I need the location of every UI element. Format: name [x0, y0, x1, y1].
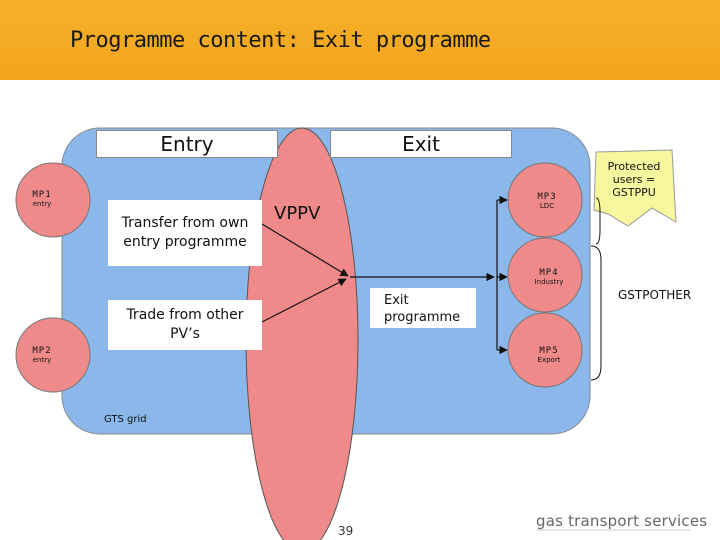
transfer-label: Transfer from own entry programme [121, 215, 249, 250]
mp4-name: MP4 [539, 268, 559, 278]
protected-users-cloud [593, 149, 677, 227]
protected-users-label: Protected users = GSTPPU [607, 160, 661, 199]
trade-box: Trade from other PV’s [108, 300, 262, 350]
transfer-box: Transfer from own entry programme [108, 200, 262, 266]
mp5-name: MP5 [539, 346, 559, 356]
mp4-label: MP4 Industry [527, 268, 571, 286]
mp2-name: MP2 [32, 346, 52, 356]
mp1-name: MP1 [32, 190, 52, 200]
protected-users-bracket [595, 197, 601, 245]
slide-title: Programme content: Exit programme [70, 28, 491, 53]
mp4-point [507, 237, 583, 313]
transfer-arrow [261, 223, 349, 277]
mp5-sub: Export [537, 356, 561, 364]
vppv-label: VPPV [274, 203, 321, 224]
entry-heading-box: Entry [96, 130, 278, 158]
mp5-label: MP5 Export [527, 346, 571, 364]
mp2-sub: entry [32, 356, 52, 364]
gstpother-bracket [590, 245, 602, 381]
mp2-point [15, 317, 91, 393]
entry-heading: Entry [160, 132, 214, 156]
exit-heading-box: Exit [330, 130, 512, 158]
mp3-sub: LDC [539, 202, 555, 210]
slide-footer: 39 gas transport services [0, 470, 720, 540]
trade-label: Trade from other PV’s [126, 307, 244, 342]
exit-programme-label: Exit programme [384, 293, 461, 325]
gts-grid-label: GTS grid [104, 414, 147, 425]
exit-heading: Exit [402, 132, 440, 156]
mp3-name: MP3 [537, 192, 557, 202]
slide-header: Programme content: Exit programme [0, 0, 720, 80]
mp3-point [507, 162, 583, 238]
mp5-point [507, 312, 583, 388]
page-number: 39 [338, 524, 354, 538]
mp1-point [15, 162, 91, 238]
gstpother-label: GSTPOTHER [618, 288, 692, 302]
mp1-sub: entry [32, 200, 52, 208]
trade-arrow [261, 278, 347, 323]
mp4-sub: Industry [534, 278, 564, 286]
exit-programme-box: Exit programme [370, 288, 476, 328]
mp3-label: MP3 LDC [527, 192, 567, 210]
mp1-label: MP1 entry [22, 190, 62, 208]
mp2-label: MP2 entry [22, 346, 62, 364]
company-logo-text: gas transport services [536, 512, 708, 530]
